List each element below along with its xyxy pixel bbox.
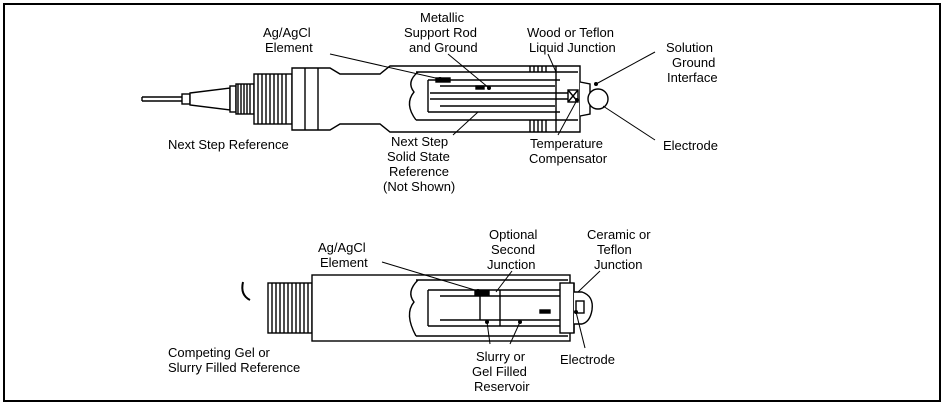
- top-electrode-bulb: [587, 88, 609, 110]
- bottom-probe: [241, 274, 593, 342]
- bottom-thread: [267, 282, 313, 334]
- top-labels: Ag/AgCl Element Metallic Support Rod and…: [168, 10, 718, 194]
- label-top-junction-1: Wood or Teflon: [527, 25, 614, 40]
- top-cable: [141, 96, 182, 102]
- label-bottom-ceramic-3: Junction: [594, 257, 642, 272]
- label-top-temp-2: Compensator: [529, 151, 608, 166]
- label-bottom-slurry-3: Reservoir: [474, 379, 530, 394]
- bottom-leaders: [381, 261, 601, 349]
- bottom-cable: [241, 281, 251, 301]
- label-top-temp-1: Temperature: [530, 136, 603, 151]
- label-bottom-slurry-2: Gel Filled: [472, 364, 527, 379]
- label-bottom-ceramic-2: Teflon: [597, 242, 632, 257]
- caption-bottom-probe-1: Competing Gel or: [168, 345, 271, 360]
- top-leaders: [329, 51, 656, 141]
- label-top-junction-2: Liquid Junction: [529, 40, 616, 55]
- label-top-solid-1: Next Step: [391, 134, 448, 149]
- label-top-rod-1: Metallic: [420, 10, 465, 25]
- label-top-solid-4: (Not Shown): [383, 179, 455, 194]
- bottom-body: [311, 274, 575, 342]
- label-top-electrode: Electrode: [663, 138, 718, 153]
- label-top-interface-2: Ground: [672, 55, 715, 70]
- label-bottom-slurry-1: Slurry or: [476, 349, 526, 364]
- top-body: [291, 65, 591, 133]
- label-bottom-element-1: Ag/AgCl: [318, 240, 366, 255]
- label-bottom-second-2: Second: [491, 242, 535, 257]
- label-top-solid-2: Solid State: [387, 149, 450, 164]
- label-bottom-second-3: Junction: [487, 257, 535, 272]
- top-connector: [181, 83, 255, 115]
- top-thread: [253, 73, 293, 125]
- label-top-interface-1: Solution: [666, 40, 713, 55]
- top-probe: [141, 65, 609, 133]
- label-bottom-element-2: Element: [320, 255, 368, 270]
- caption-top-probe: Next Step Reference: [168, 137, 289, 152]
- caption-bottom-probe-2: Slurry Filled Reference: [168, 360, 300, 375]
- label-top-element-1: Ag/AgCl: [263, 25, 311, 40]
- label-bottom-electrode: Electrode: [560, 352, 615, 367]
- label-top-interface-3: Interface: [667, 70, 718, 85]
- label-top-solid-3: Reference: [389, 164, 449, 179]
- label-bottom-second-1: Optional: [489, 227, 538, 242]
- label-bottom-ceramic-1: Ceramic or: [587, 227, 651, 242]
- label-top-rod-2: Support Rod: [404, 25, 477, 40]
- label-top-element-2: Element: [265, 40, 313, 55]
- bottom-labels: Ag/AgCl Element Optional Second Junction…: [168, 227, 651, 394]
- label-top-rod-3: and Ground: [409, 40, 478, 55]
